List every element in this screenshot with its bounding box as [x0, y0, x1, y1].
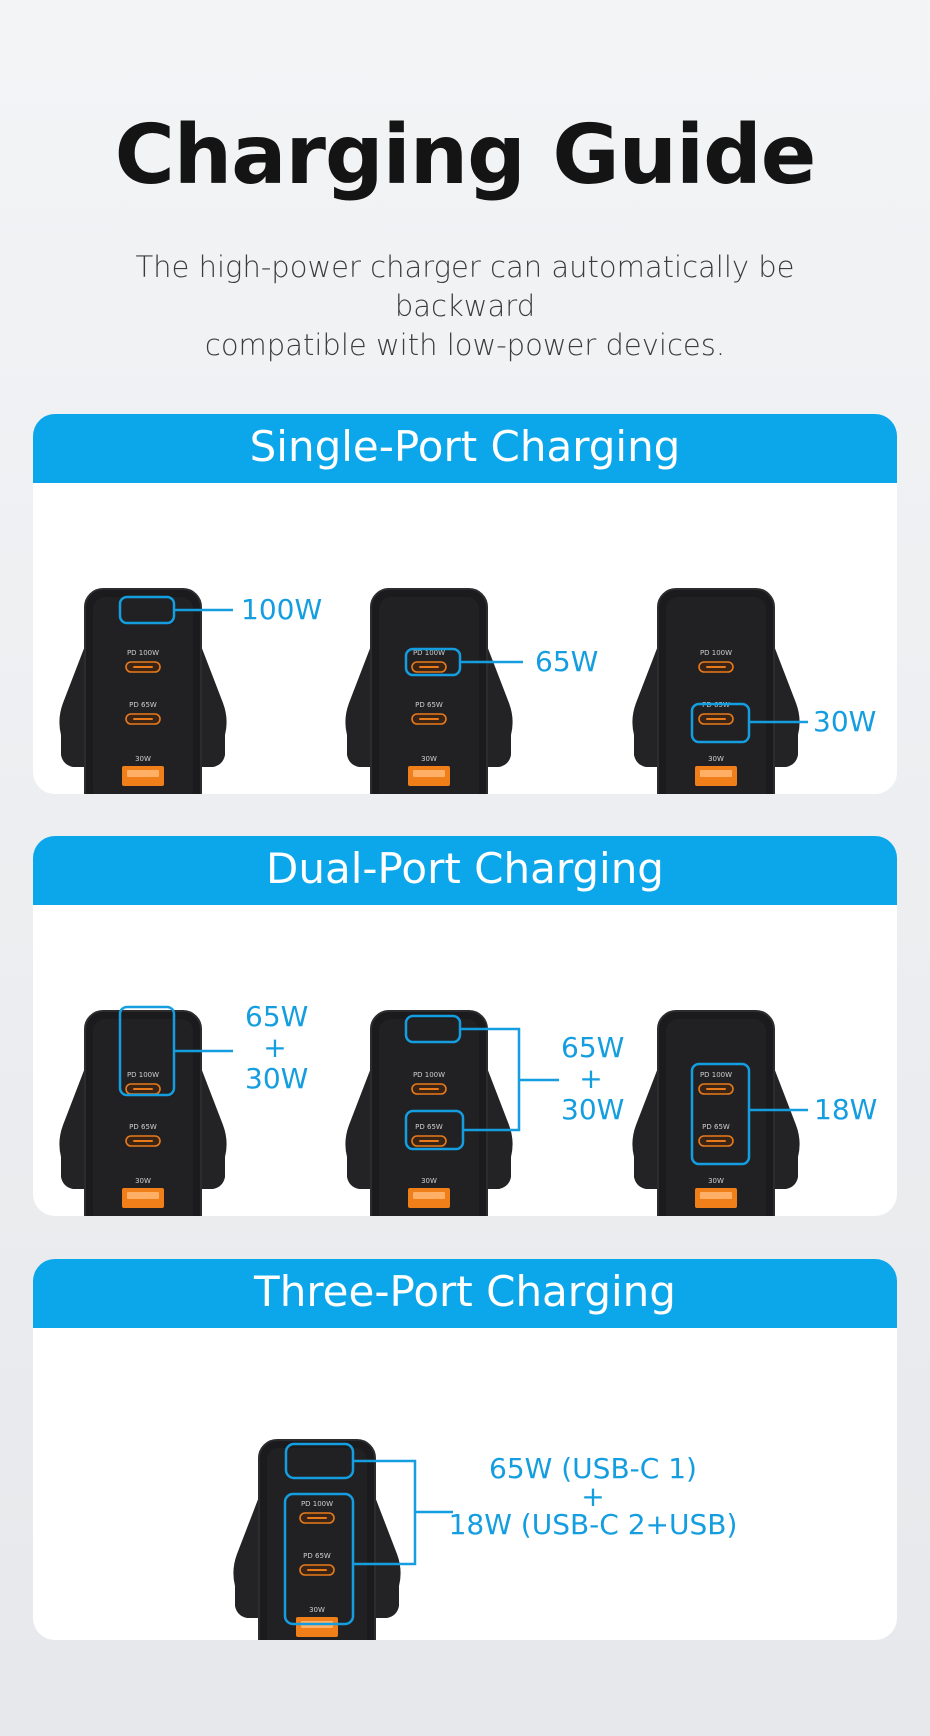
power-label-group: 65W + 30W — [561, 1031, 625, 1126]
svg-text:30W: 30W — [135, 755, 151, 763]
charger: PD 100W PD 65W 30W — [53, 585, 233, 794]
highlight-overlay — [118, 595, 808, 744]
dual-port-card: Dual-Port Charging PD 100W PD 65W 30W PD… — [33, 836, 897, 1216]
highlight-overlay — [283, 1442, 453, 1626]
svg-text:PD 65W: PD 65W — [702, 1123, 730, 1131]
svg-text:PD 65W: PD 65W — [415, 1123, 443, 1131]
svg-text:PD 65W: PD 65W — [129, 701, 157, 709]
power-label: + — [581, 1480, 605, 1513]
port-highlight — [283, 1492, 355, 1626]
svg-text:PD 100W: PD 100W — [413, 1071, 445, 1079]
power-label: 18W (USB-C 2+USB) — [448, 1508, 738, 1541]
page-subtitle: The high-power charger can automatically… — [80, 248, 850, 365]
three-port-heading: Three-Port Charging — [33, 1259, 897, 1328]
svg-text:PD 65W: PD 65W — [415, 701, 443, 709]
svg-text:30W: 30W — [135, 1177, 151, 1185]
connector-line — [460, 1027, 521, 1132]
port-highlight — [404, 1109, 465, 1151]
svg-text:30W: 30W — [421, 1177, 437, 1185]
single-port-card: Single-Port Charging PD 100W PD 65W 30W … — [33, 414, 897, 794]
svg-text:30W: 30W — [421, 755, 437, 763]
connector-line — [353, 1459, 417, 1566]
power-label-group: 65W (USB-C 1) + 18W (USB-C 2+USB) — [443, 1455, 743, 1539]
subtitle-line-1: The high-power charger can automatically… — [135, 250, 795, 323]
charger: PD 100W PD 65W 30W — [339, 585, 519, 794]
svg-text:PD 100W: PD 100W — [127, 649, 159, 657]
dual-port-body: PD 100W PD 65W 30W PD 100W PD 65W 30W PD… — [33, 905, 897, 1216]
port-highlight — [118, 1005, 176, 1097]
page-title: Charging Guide — [114, 108, 817, 203]
port-highlight — [690, 1062, 751, 1166]
svg-text:30W: 30W — [708, 755, 724, 763]
three-port-body: PD 100W PD 65W 30W 65W (USB-C 1) + 18W (… — [33, 1328, 897, 1640]
svg-text:PD 100W: PD 100W — [301, 1500, 333, 1508]
three-port-card: Three-Port Charging PD 100W PD 65W 30W 6… — [33, 1259, 897, 1640]
power-label: + — [579, 1062, 603, 1095]
port-highlight — [404, 647, 462, 677]
svg-text:PD 100W: PD 100W — [700, 1071, 732, 1079]
power-label: 65W — [561, 1031, 625, 1064]
highlight-overlay — [118, 1005, 808, 1166]
charger: PD 100W PD 65W 30W — [339, 1007, 519, 1216]
port-highlight — [690, 702, 751, 744]
svg-text:PD 100W: PD 100W — [127, 1071, 159, 1079]
power-label: 30W — [813, 705, 877, 738]
svg-text:PD 65W: PD 65W — [303, 1552, 331, 1560]
power-label: + — [263, 1031, 287, 1064]
port-highlight — [284, 1442, 355, 1480]
power-label: 18W — [814, 1093, 878, 1126]
power-label: 65W (USB-C 1) — [489, 1452, 697, 1485]
svg-text:PD 65W: PD 65W — [129, 1123, 157, 1131]
charger: PD 100W PD 65W 30W — [227, 1436, 407, 1640]
subtitle-line-2: compatible with low-power devices. — [204, 328, 726, 362]
power-label: 30W — [245, 1062, 309, 1095]
port-highlight — [118, 595, 176, 625]
svg-text:30W: 30W — [309, 1606, 325, 1614]
power-label: 65W — [535, 645, 599, 678]
single-port-body: PD 100W PD 65W 30W PD 100W PD 65W 30W PD… — [33, 483, 897, 794]
power-label: 65W — [245, 1000, 309, 1033]
dual-port-heading: Dual-Port Charging — [33, 836, 897, 905]
charger: PD 100W PD 65W 30W — [626, 1007, 806, 1216]
port-highlight — [404, 1014, 462, 1044]
power-label-group: 65W + 30W — [245, 1000, 309, 1095]
svg-text:PD 100W: PD 100W — [700, 649, 732, 657]
power-label: 30W — [561, 1093, 625, 1126]
power-label: 100W — [241, 593, 323, 626]
svg-text:30W: 30W — [708, 1177, 724, 1185]
charger: PD 100W PD 65W 30W — [626, 585, 806, 794]
svg-text:PD 100W: PD 100W — [413, 649, 445, 657]
charger: PD 100W PD 65W 30W — [53, 1007, 233, 1216]
single-port-heading: Single-Port Charging — [33, 414, 897, 483]
